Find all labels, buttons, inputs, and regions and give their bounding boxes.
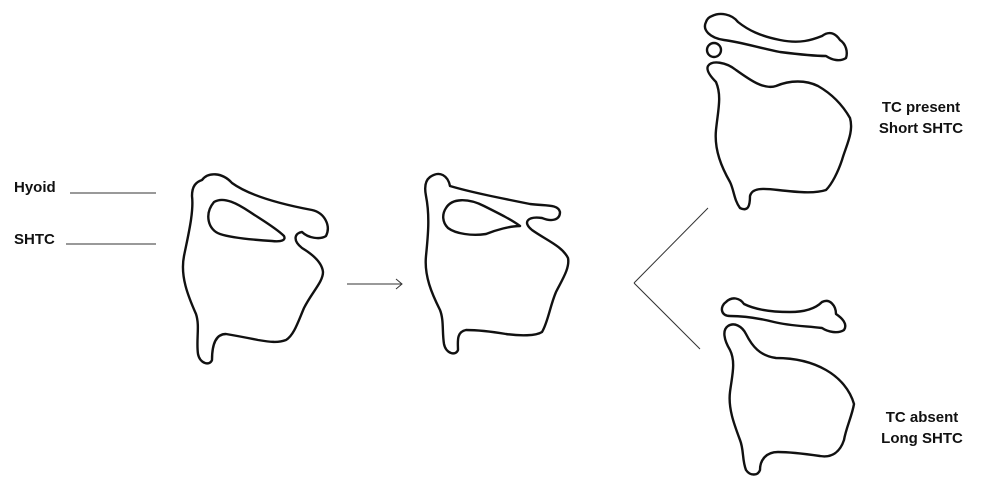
stage-1-inner-ring <box>208 200 284 241</box>
stage-1-specimen <box>183 174 328 363</box>
stage-2-inner-notch <box>443 200 520 235</box>
branch-lines <box>634 208 708 349</box>
branch-upper-line <box>634 208 708 283</box>
progression-arrow <box>347 279 402 289</box>
outcome-absent-body <box>724 324 854 474</box>
outcome-present-label: TC present Short SHTC <box>866 97 976 139</box>
outcome-present-specimen <box>705 14 851 209</box>
shtc-label: SHTC <box>14 230 55 249</box>
outcome-absent-line1: TC absent <box>872 407 972 428</box>
hyoid-label: Hyoid <box>14 178 56 197</box>
stage-2-specimen <box>425 174 568 353</box>
branch-lower-line <box>634 283 700 349</box>
outcome-absent-line2: Long SHTC <box>872 428 972 449</box>
outcome-present-hyoid <box>705 14 847 60</box>
outcome-present-body <box>707 63 851 210</box>
outcome-present-ossicle <box>707 43 721 57</box>
outcome-absent-label: TC absent Long SHTC <box>872 407 972 449</box>
outcome-present-line1: TC present <box>866 97 976 118</box>
outcome-present-line2: Short SHTC <box>866 118 976 139</box>
stage-2-outer-outline <box>425 174 568 353</box>
outcome-absent-specimen <box>722 298 854 474</box>
stage-1-outer-outline <box>183 174 328 363</box>
